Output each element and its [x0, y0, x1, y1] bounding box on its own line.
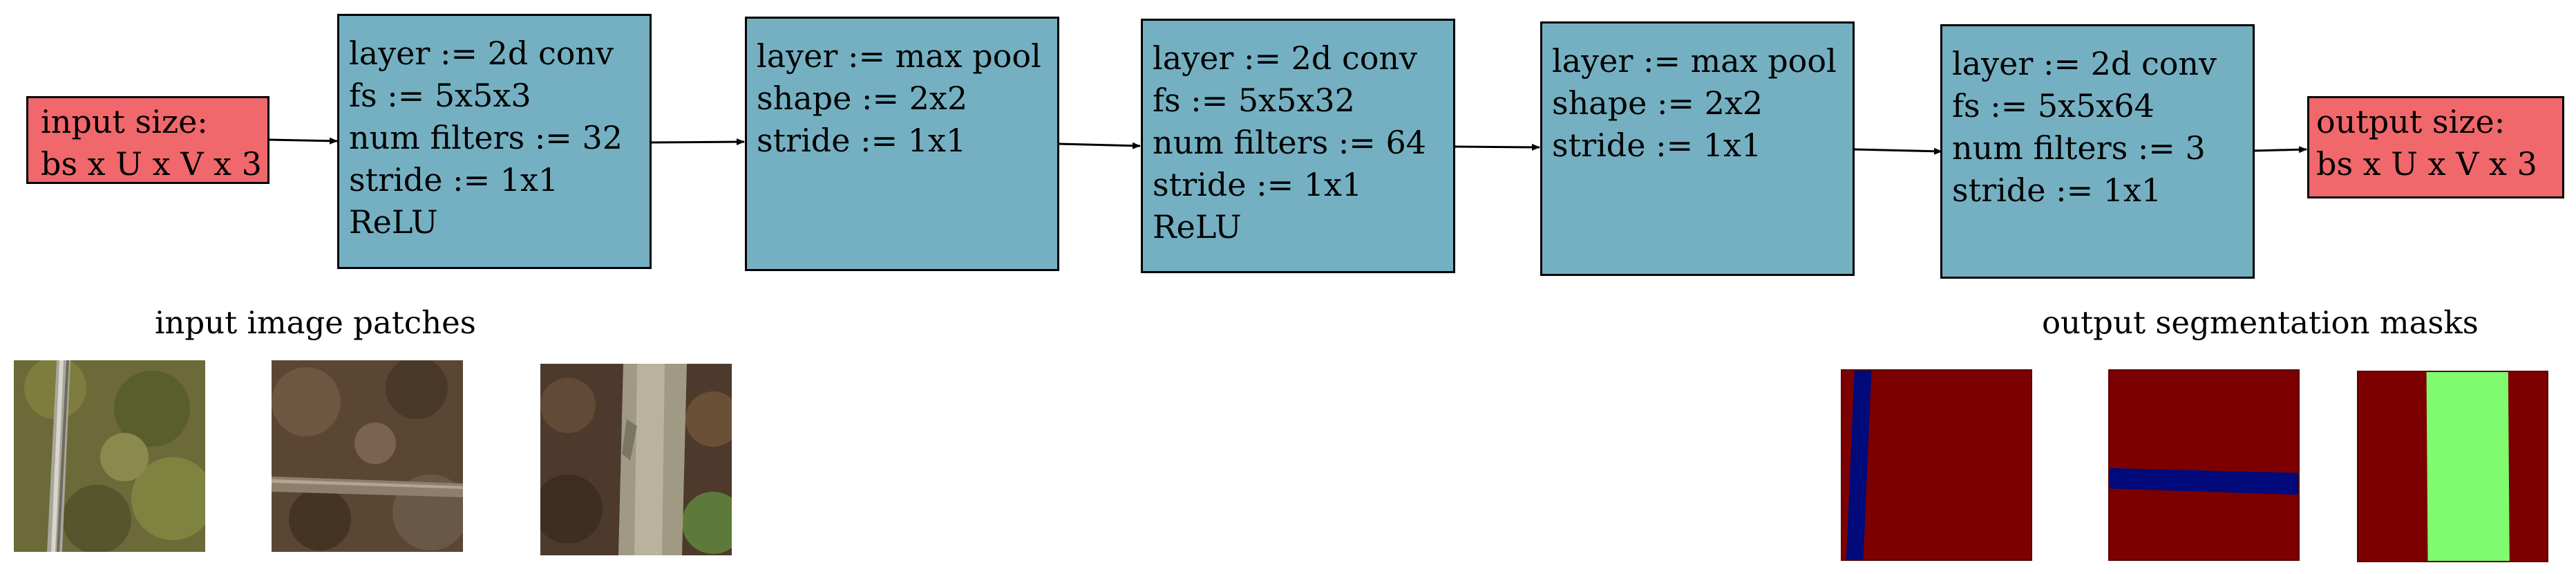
- conv1-stride: stride := 1x1: [349, 161, 559, 198]
- conv2-type: layer := 2d conv: [1153, 39, 1418, 77]
- arrow-pool1-to-conv2: [1057, 142, 1141, 149]
- output-size-value: bs x U x V x 3: [2316, 145, 2537, 183]
- mask-3-green-region: [2426, 372, 2510, 561]
- input-patches-caption: input image patches: [155, 304, 476, 341]
- output-mask-1: [1841, 369, 2032, 561]
- pool2-stride: stride := 1x1: [1552, 127, 1762, 164]
- conv2-filter-size: fs := 5x5x32: [1153, 82, 1355, 119]
- conv1-activation: ReLU: [349, 203, 438, 241]
- arrow-conv3-to-output: [2253, 146, 2307, 154]
- conv2-num-filters: num filters := 64: [1153, 124, 1427, 161]
- pool1-stride: stride := 1x1: [757, 122, 967, 159]
- layer-box-conv1: layer := 2d conv fs := 5x5x3 num filters…: [337, 14, 652, 269]
- mask-1-blue-region: [1846, 371, 1872, 559]
- pool1-type: layer := max pool: [757, 37, 1041, 75]
- output-masks-caption: output segmentation masks: [2042, 304, 2479, 341]
- conv3-filter-size: fs := 5x5x64: [1952, 87, 2154, 124]
- layer-box-conv2: layer := 2d conv fs := 5x5x32 num filter…: [1141, 19, 1455, 273]
- input-patch-1: [14, 360, 205, 552]
- conv2-stride: stride := 1x1: [1153, 166, 1363, 203]
- input-patch-2: [272, 360, 463, 552]
- pool2-type: layer := max pool: [1552, 42, 1837, 80]
- input-size-box: input size: bs x U x V x 3: [26, 96, 269, 184]
- conv3-stride: stride := 1x1: [1952, 172, 2162, 209]
- output-size-label: output size:: [2316, 103, 2506, 140]
- conv2-activation: ReLU: [1153, 208, 1242, 246]
- conv1-num-filters: num filters := 32: [349, 119, 623, 156]
- mask-2-blue-region: [2110, 467, 2298, 495]
- arrow-input-to-conv1: [267, 137, 338, 145]
- output-mask-3: [2357, 371, 2548, 562]
- input-size-label: input size:: [41, 103, 208, 140]
- input-patch-3: [540, 364, 732, 555]
- pool1-shape: shape := 2x2: [757, 80, 968, 117]
- layer-box-conv3: layer := 2d conv fs := 5x5x64 num filter…: [1940, 24, 2255, 279]
- conv3-type: layer := 2d conv: [1952, 45, 2217, 82]
- layer-box-pool2: layer := max pool shape := 2x2 stride :=…: [1540, 21, 1855, 276]
- output-mask-2: [2108, 369, 2300, 561]
- conv3-num-filters: num filters := 3: [1952, 129, 2206, 167]
- output-size-box: output size: bs x U x V x 3: [2307, 96, 2564, 198]
- pool2-shape: shape := 2x2: [1552, 84, 1763, 122]
- layer-box-pool1: layer := max pool shape := 2x2 stride :=…: [745, 17, 1059, 271]
- conv1-type: layer := 2d conv: [349, 35, 614, 72]
- input-size-value: bs x U x V x 3: [41, 145, 262, 183]
- arrow-pool2-to-conv3: [1853, 147, 1942, 155]
- conv1-filter-size: fs := 5x5x3: [349, 77, 531, 114]
